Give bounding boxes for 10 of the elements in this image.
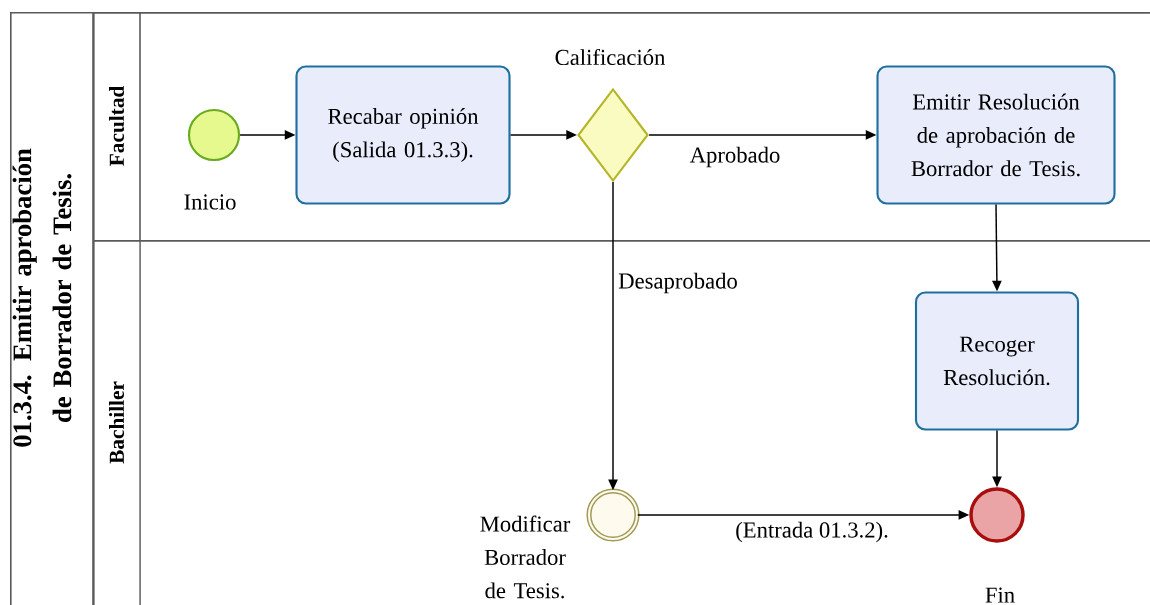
task-box: Emitir Resolución de aprobación de Borrador de Tesis.	[876, 65, 1116, 205]
edge-label: (Entrada 01.3.2).	[733, 520, 891, 544]
event-label: Inicio	[184, 194, 236, 210]
edge-label: Aprobado	[688, 145, 782, 169]
edge-label: Desaprobado	[616, 271, 740, 295]
event-label: Modificar Borrador de Tesis.	[480, 515, 571, 599]
task-box: Recabar opinión (Salida 01.3.3).	[295, 65, 511, 205]
event-label: Fin	[985, 587, 1015, 603]
task-box: Recoger Resolución.	[914, 291, 1080, 431]
event-label: Calificación	[555, 48, 666, 66]
